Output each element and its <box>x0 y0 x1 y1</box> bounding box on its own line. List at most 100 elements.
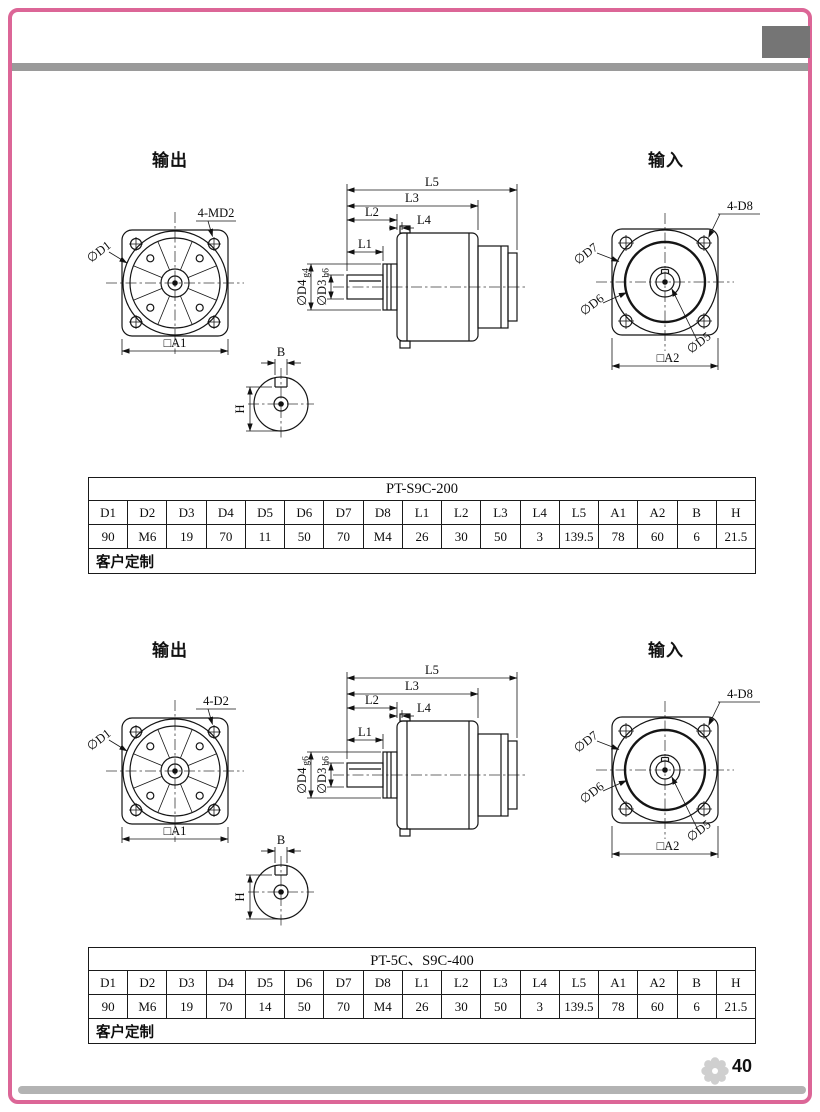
table-header-cell: D5 <box>244 970 286 995</box>
table-value-cell: 70 <box>323 524 364 549</box>
dim-label-h: H <box>233 892 247 901</box>
header-rule-bar <box>12 63 808 71</box>
drawing-section-2: ∅D1 4-D2 □A1 L5 L3 L2 <box>50 658 790 958</box>
table-header-cell: D1 <box>87 500 129 525</box>
dim-label-l2: L2 <box>365 693 379 707</box>
table-value-cell: M4 <box>362 994 403 1019</box>
table-value-cell: 90 <box>87 524 129 549</box>
input-label-2: 输入 <box>648 641 684 660</box>
dim-label-d1: ∅D1 <box>84 238 113 265</box>
dim-label-l1: L1 <box>358 725 372 739</box>
table-value-cell: M4 <box>362 524 403 549</box>
table-header-cell: D6 <box>284 500 325 525</box>
table-value-cell: 50 <box>284 994 325 1019</box>
table-header-cell: A1 <box>598 500 639 525</box>
table-value-cell: 14 <box>244 994 286 1019</box>
table-header-cell: A2 <box>637 970 678 995</box>
dim-label-d3: ∅D3h6 <box>315 268 332 306</box>
table-value-cell: 21.5 <box>715 524 757 549</box>
header-dark-block <box>762 26 810 58</box>
table-header-cell: D6 <box>284 970 325 995</box>
table-value-cell: 3 <box>519 524 560 549</box>
table-header-cell: D2 <box>127 970 168 995</box>
dim-label-d5: ∅D5 <box>684 817 713 844</box>
dim-label-d8: 4-D8 <box>727 199 753 213</box>
output-label-2: 输出 <box>152 641 188 660</box>
dim-label-corner-holes: 4-MD2 <box>198 206 235 220</box>
dim-label-b: B <box>277 833 285 847</box>
page-number: 40 <box>732 1056 753 1076</box>
table-title: PT-S9C-200 <box>88 477 756 501</box>
gear-icon <box>701 1057 729 1085</box>
dim-label-d6: ∅D6 <box>577 291 606 318</box>
table-value-cell: 70 <box>323 994 364 1019</box>
table-value-cell: 139.5 <box>558 524 600 549</box>
table-value-cell: 26 <box>401 524 443 549</box>
table-header-cell: L3 <box>480 500 521 525</box>
dim-label-d4: ∅D4g6 <box>295 756 312 794</box>
shaft-section-view <box>248 856 314 928</box>
dim-label-h: H <box>233 404 247 413</box>
table-footer: 客户定制 <box>88 548 756 574</box>
table-header-cell: H <box>715 500 757 525</box>
table-value-cell: 6 <box>676 524 717 549</box>
table-header-cell: D5 <box>244 500 286 525</box>
table-value-cell: 50 <box>480 994 521 1019</box>
table-value-cell: 70 <box>205 524 246 549</box>
table-footer: 客户定制 <box>88 1018 756 1044</box>
shaft-section-dimensions: B H <box>233 345 301 432</box>
table-value-cell: 60 <box>637 524 678 549</box>
shaft-section-dimensions: B H <box>233 833 301 920</box>
technical-drawing: ∅D1 4-MD2 □A1 L5 L3 L2 <box>84 175 760 440</box>
front-flange-view <box>106 700 244 842</box>
side-view <box>333 713 528 837</box>
dim-label-l4: L4 <box>417 213 432 227</box>
table-header-cell: B <box>676 970 717 995</box>
side-view-dimensions: L5 L3 L2 L4 L1 ∅D4g6 ∅D3h6 <box>295 663 518 799</box>
dim-label-l1: L1 <box>358 237 372 251</box>
table-header-cell: L1 <box>401 500 443 525</box>
table-value-cell: 6 <box>676 994 717 1019</box>
dim-label-l5: L5 <box>425 175 439 189</box>
dim-label-d6: ∅D6 <box>577 779 606 806</box>
dim-label-l5: L5 <box>425 663 439 677</box>
table-header-cell: D4 <box>205 970 246 995</box>
table-value-cell: M6 <box>127 524 168 549</box>
table-value-cell: 19 <box>166 994 207 1019</box>
table-value-cell: 30 <box>441 994 482 1019</box>
table-value-cell: 78 <box>598 524 639 549</box>
dim-label-l3: L3 <box>405 191 419 205</box>
dim-label-d7: ∅D7 <box>571 728 600 755</box>
table-header-cell: L4 <box>519 970 560 995</box>
dim-label-d8: 4-D8 <box>727 687 753 701</box>
dim-label-a1: □A1 <box>164 336 187 350</box>
output-label-1: 输出 <box>152 151 188 170</box>
table-header-cell: L4 <box>519 500 560 525</box>
table-value-cell: 50 <box>284 524 325 549</box>
table-header-cell: L2 <box>441 500 482 525</box>
table-header-cell: D4 <box>205 500 246 525</box>
dim-label-d1: ∅D1 <box>84 726 113 753</box>
dim-label-d4: ∅D4g4 <box>295 268 312 306</box>
dim-label-a2: □A2 <box>657 839 680 853</box>
footer-rule-bar <box>18 1086 806 1094</box>
table-value-cell: 26 <box>401 994 443 1019</box>
table-value-cell: M6 <box>127 994 168 1019</box>
table-header-cell: L2 <box>441 970 482 995</box>
table-value-cell: 19 <box>166 524 207 549</box>
table-value-cell: 70 <box>205 994 246 1019</box>
table-value-cell: 50 <box>480 524 521 549</box>
dim-label-d3: ∅D3h6 <box>315 756 332 794</box>
rear-flange-view <box>596 213 734 351</box>
table-header-cell: A2 <box>637 500 678 525</box>
table-header-cell: H <box>715 970 757 995</box>
table-value-cell: 60 <box>637 994 678 1019</box>
dim-label-a2: □A2 <box>657 351 680 365</box>
